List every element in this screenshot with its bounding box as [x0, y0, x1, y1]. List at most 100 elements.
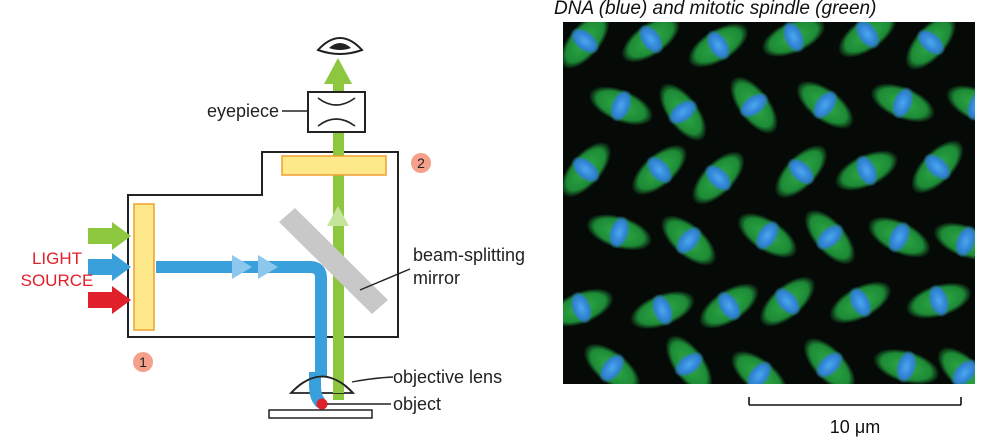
- mitotic-cell: [586, 214, 653, 251]
- mitotic-cell: [838, 22, 897, 58]
- excitation-filter: [133, 203, 155, 331]
- mirror-label-line2: mirror: [413, 268, 460, 288]
- objective-lens-label: objective lens: [393, 367, 502, 387]
- mitotic-cell: [834, 150, 899, 191]
- dna-plate: [782, 22, 806, 54]
- dna-plate: [848, 286, 873, 319]
- mitotic-cell: [829, 281, 892, 324]
- light-source-label-line1: LIGHT: [32, 249, 82, 268]
- dna-plate: [950, 358, 975, 384]
- mitotic-cell: [905, 22, 957, 71]
- dna-plate: [812, 90, 838, 120]
- dna-plate: [739, 92, 769, 119]
- dna-plate: [928, 284, 950, 318]
- scale-bar-label: 10 μm: [830, 417, 880, 437]
- mitotic-cell: [630, 290, 695, 330]
- mitotic-cell: [583, 343, 641, 384]
- mitotic-cell: [563, 22, 610, 70]
- fluorescence-micrograph: [563, 22, 975, 384]
- objective-lens-beam-overlay: [333, 372, 344, 393]
- dna-plate: [667, 99, 698, 125]
- dna-plate: [705, 29, 731, 61]
- mitotic-cell: [873, 348, 940, 384]
- object-specimen: [316, 398, 328, 410]
- dna-plate: [598, 353, 626, 383]
- mitotic-cell: [563, 288, 614, 327]
- dna-plate: [895, 350, 917, 384]
- dna-plate: [638, 24, 664, 55]
- green-beam-arrowhead-mid: [327, 206, 349, 226]
- eyepiece-lens: [307, 91, 366, 133]
- light-source-arrows: [88, 222, 131, 314]
- mitotic-cell: [774, 144, 828, 199]
- dna-plate: [746, 360, 773, 384]
- dna-plate: [787, 157, 816, 186]
- dna-plate: [651, 293, 674, 327]
- dna-plate: [773, 287, 801, 316]
- mitotic-cell: [688, 22, 749, 68]
- mitotic-cell: [867, 216, 931, 258]
- green-beam-arrowhead-top: [324, 58, 352, 84]
- dna-plate: [608, 215, 630, 249]
- dna-plate: [570, 291, 593, 324]
- dna-plate: [675, 226, 703, 255]
- mitotic-cell: [588, 86, 654, 126]
- dna-plate: [891, 86, 914, 120]
- filter-2-number: 2: [417, 155, 425, 171]
- mitotic-cell: [911, 140, 964, 194]
- mitotic-cell: [621, 22, 681, 63]
- object-label: object: [393, 394, 441, 414]
- lens-outline-top: [290, 375, 354, 394]
- mitotic-cell: [699, 283, 759, 329]
- blue-beam-arrowhead: [232, 255, 252, 279]
- blue-input-arrow: [88, 253, 131, 281]
- spindle: [946, 84, 975, 126]
- mitotic-cell: [796, 80, 854, 130]
- mitotic-cell: [563, 141, 612, 198]
- mitotic-cell: [658, 83, 707, 142]
- mitotic-cell: [804, 209, 856, 265]
- filter-1-badge: [133, 352, 153, 372]
- mitotic-cell: [946, 84, 975, 126]
- mirror-label-line1: beam-splitting: [413, 245, 525, 265]
- beam-splitting-mirror: [279, 208, 388, 314]
- mitotic-cell: [905, 282, 972, 319]
- mitotic-cell: [691, 151, 745, 205]
- dna-plate: [609, 89, 633, 123]
- scale-bar: [748, 397, 962, 406]
- green-beam: [333, 82, 344, 400]
- light-source-label-line2: SOURCE: [21, 271, 94, 290]
- red-input-arrow: [88, 286, 131, 314]
- dna-plate: [716, 290, 742, 322]
- eyepiece-label: eyepiece: [207, 101, 279, 121]
- micrograph-caption: DNA (blue) and mitotic spindle (green): [554, 0, 876, 19]
- eye-icon: [316, 37, 364, 55]
- mitotic-cell: [870, 83, 935, 123]
- dna-plate: [754, 220, 780, 251]
- mitotic-cells: [563, 22, 975, 384]
- filter-2-badge: [411, 153, 431, 173]
- microscope-housing: [127, 151, 399, 338]
- dna-plate: [966, 89, 975, 122]
- dna-plate: [645, 155, 673, 185]
- dna-plate: [855, 154, 879, 187]
- mitotic-cell: [933, 222, 975, 261]
- blue-beam: [156, 261, 327, 385]
- mitotic-cell: [759, 276, 816, 327]
- dna-plate: [923, 153, 952, 181]
- mitotic-cell: [631, 144, 688, 196]
- microscope-slide: [268, 409, 373, 419]
- green-input-arrow: [88, 222, 131, 250]
- dna-plate: [674, 351, 705, 378]
- dna-plate: [570, 27, 600, 55]
- filter-1-number: 1: [139, 354, 147, 370]
- mitotic-cell: [729, 76, 778, 135]
- mitotic-cell: [761, 22, 826, 58]
- mitotic-cell: [660, 215, 717, 266]
- blue-beam-arrowhead-2: [258, 255, 278, 279]
- barrier-filter: [281, 155, 387, 176]
- mirror-leader-line: [359, 268, 411, 291]
- dna-plate: [954, 225, 975, 258]
- dna-plate: [571, 156, 601, 184]
